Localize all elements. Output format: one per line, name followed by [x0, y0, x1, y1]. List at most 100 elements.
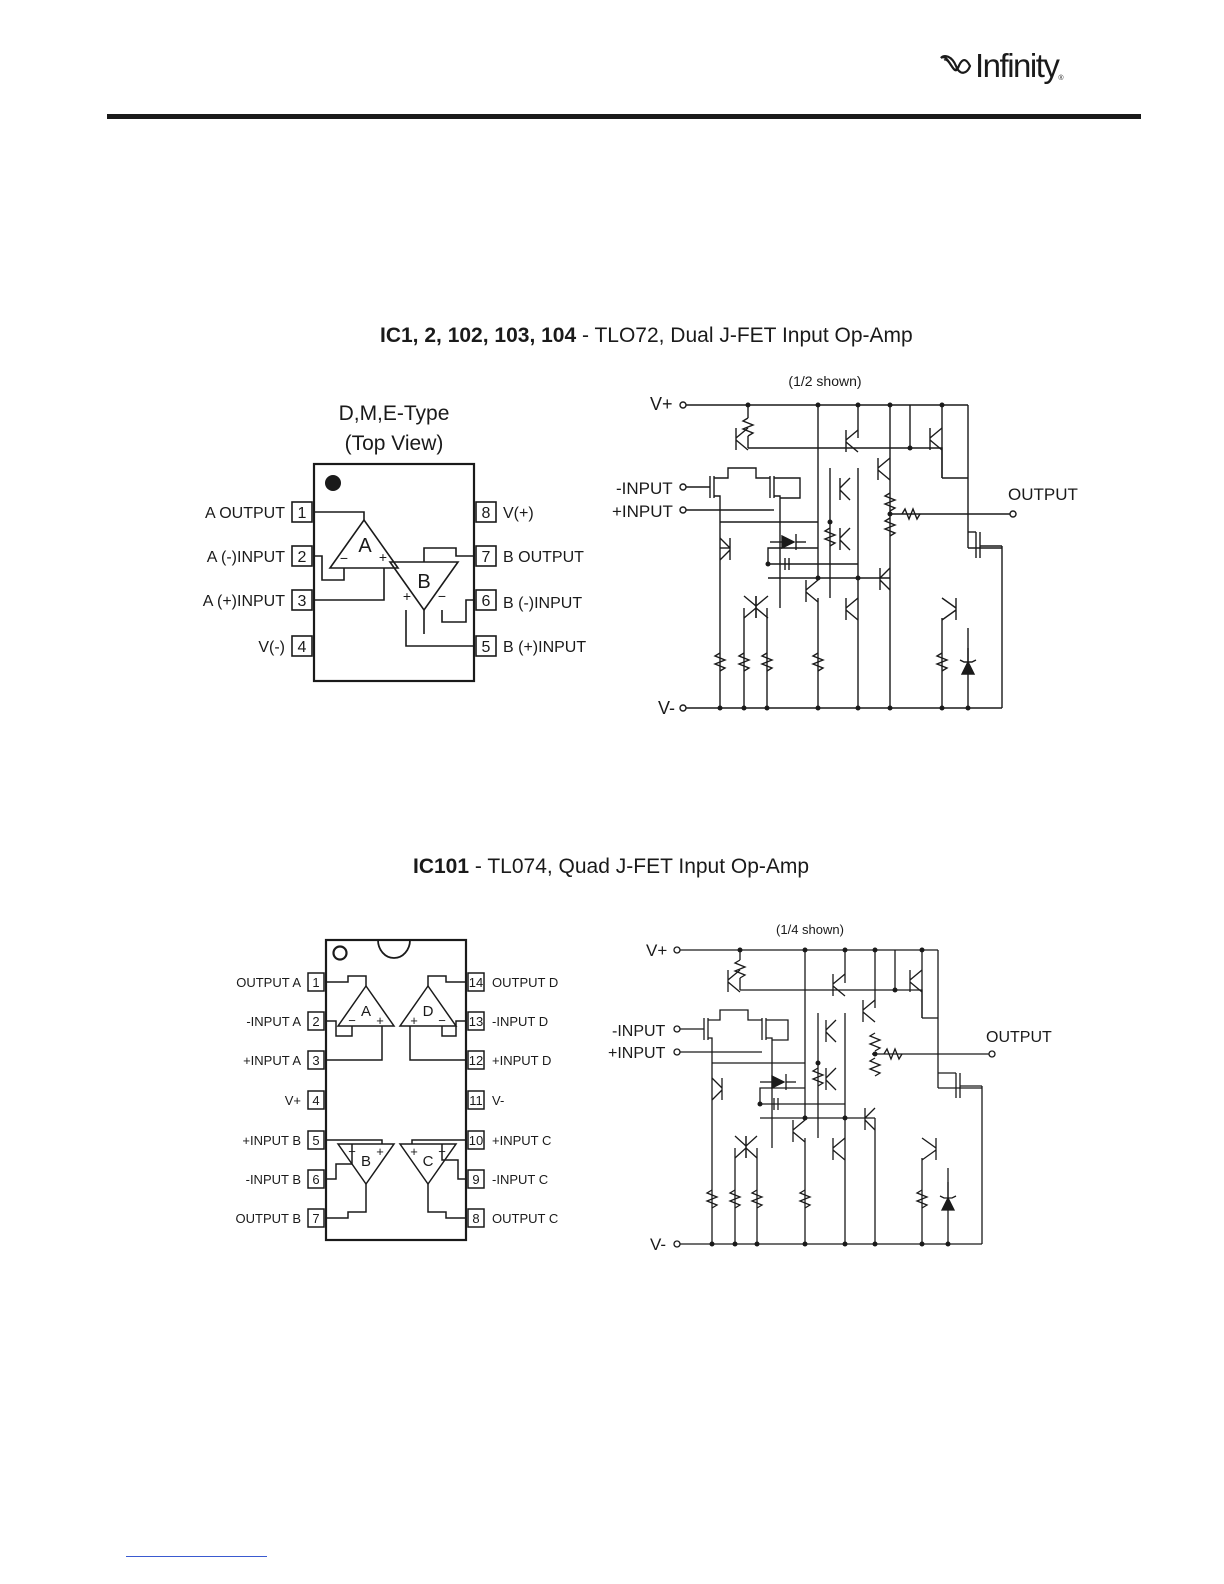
pin-num: 2 — [312, 1014, 319, 1029]
pin1-indicator-icon — [332, 945, 348, 961]
package-view-label: (Top View) — [345, 432, 444, 455]
pin1-indicator-icon — [325, 475, 341, 491]
section2-title: IC101 - TL074, Quad J-FET Input Op-Amp — [413, 855, 809, 879]
pin-box — [307, 1050, 325, 1070]
opamp-d-triangle — [398, 984, 458, 1027]
plus-sign-icon: + — [403, 588, 411, 604]
minus-sign-icon: − — [348, 1013, 356, 1028]
neg-input-label: -INPUT — [612, 1023, 666, 1040]
amp-label: B — [417, 571, 430, 593]
pin-num: 6 — [312, 1172, 319, 1187]
pin-box — [307, 1169, 325, 1189]
section1-title-parts: IC1, 2, 102, 103, 104 — [380, 324, 577, 347]
minus-sign-icon: − — [340, 550, 348, 566]
pin-box — [307, 972, 325, 992]
pin-label: -INPUT A — [246, 1014, 301, 1029]
dual-opamp-pinout: D,M,E-Type (Top View) 1 2 3 4 5 6 7 8 A … — [203, 402, 586, 683]
amp-label: D — [423, 1003, 434, 1020]
pin-label: B (-)INPUT — [503, 595, 582, 612]
pin-num: 14 — [469, 975, 483, 990]
package-notch — [377, 939, 411, 959]
pin-label: +INPUT B — [242, 1133, 301, 1148]
pin-label: V(+) — [503, 505, 534, 522]
brand-logo: Infinity ® — [938, 44, 1064, 88]
neg-input-label: -INPUT — [616, 479, 673, 498]
amp-label: C — [423, 1153, 434, 1170]
schematic-note: (1/4 shown) — [776, 922, 844, 937]
vminus-label: V- — [650, 1235, 666, 1254]
package-type-label: D,M,E-Type — [339, 402, 450, 425]
pin-num: 6 — [482, 593, 491, 610]
plus-sign-icon: + — [376, 1144, 384, 1159]
pin-num: 10 — [469, 1133, 483, 1148]
pin-label: +INPUT D — [492, 1053, 551, 1068]
pin-num: 1 — [312, 975, 319, 990]
pin-label: -INPUT C — [492, 1172, 548, 1187]
pin-box — [467, 1208, 485, 1228]
pin-label: +INPUT C — [492, 1133, 551, 1148]
pin-label: OUTPUT B — [236, 1211, 302, 1226]
pin-num: 7 — [312, 1211, 319, 1226]
minus-sign-icon: − — [438, 1144, 446, 1159]
pos-input-label: +INPUT — [612, 502, 673, 521]
quad-opamp-schematic: (1/4 shown) V+ V- -INPUT +INPUT OUTPUT — [608, 922, 1052, 1254]
pin-box — [307, 1011, 325, 1031]
pin-label: OUTPUT C — [492, 1211, 558, 1226]
section2-title-parts: IC101 — [413, 855, 470, 878]
dual-package-body — [312, 462, 476, 683]
pin-num: 13 — [469, 1014, 483, 1029]
pin-box — [467, 1090, 485, 1110]
infinity-logo-icon — [940, 55, 972, 74]
header-rule — [107, 114, 1141, 119]
pin-label: V(-) — [258, 639, 285, 656]
pin-box — [307, 1130, 325, 1150]
plus-sign-icon: + — [410, 1013, 418, 1028]
pin-box — [467, 972, 485, 992]
pin-box — [307, 1208, 325, 1228]
vplus-label: V+ — [650, 394, 673, 414]
pin-label: A (+)INPUT — [203, 593, 285, 610]
plus-sign-icon: + — [410, 1144, 418, 1159]
pin-num: 12 — [469, 1053, 483, 1068]
pin-box — [467, 1130, 485, 1150]
section1-title-desc: - TLO72, Dual J-FET Input Op-Amp — [576, 324, 913, 347]
output-label: OUTPUT — [986, 1029, 1052, 1046]
pin-num: 4 — [312, 1093, 319, 1108]
opamp-c-triangle — [398, 1143, 458, 1186]
pin-num: 7 — [482, 549, 491, 566]
plus-sign-icon: + — [379, 549, 387, 565]
pin-num: 3 — [298, 593, 307, 610]
footer-link-underline[interactable] — [126, 1556, 267, 1557]
pin-label: A OUTPUT — [205, 505, 285, 522]
dual-opamp-schematic: (1/2 shown) V+ V- -INPUT +INPUT OUTPUT — [612, 373, 1078, 718]
quad-package-body — [324, 938, 468, 1242]
minus-sign-icon: − — [348, 1144, 356, 1159]
pin-box — [467, 1050, 485, 1070]
pin-num: 11 — [469, 1093, 483, 1108]
pin-label: +INPUT A — [243, 1053, 301, 1068]
pin-num: 8 — [472, 1211, 479, 1226]
pin-num: 9 — [472, 1172, 479, 1187]
pin-label: OUTPUT A — [236, 975, 301, 990]
pin-num: 4 — [298, 639, 307, 656]
pin-num: 3 — [312, 1053, 319, 1068]
amp-label: A — [361, 1003, 371, 1020]
vminus-label: V- — [658, 698, 675, 718]
pin-label: V+ — [285, 1093, 301, 1108]
plus-sign-icon: + — [376, 1013, 384, 1028]
section1-title: IC1, 2, 102, 103, 104 - TLO72, Dual J-FE… — [380, 324, 913, 348]
section2-title-desc: - TL074, Quad J-FET Input Op-Amp — [469, 855, 810, 878]
pin-label: B (+)INPUT — [503, 639, 586, 656]
pin-num: 1 — [298, 505, 307, 522]
pin-label: -INPUT B — [246, 1172, 301, 1187]
pin-label: A (-)INPUT — [207, 549, 285, 566]
minus-sign-icon: − — [438, 1013, 446, 1028]
pin-num: 8 — [482, 505, 491, 522]
opamp-a-triangle — [336, 984, 396, 1027]
pin-box — [467, 1169, 485, 1189]
registered-mark-icon: ® — [1058, 75, 1064, 82]
pin-label: V- — [492, 1093, 504, 1108]
amp-label: A — [358, 535, 372, 557]
pin-box — [307, 1090, 325, 1110]
output-label: OUTPUT — [1008, 485, 1078, 504]
